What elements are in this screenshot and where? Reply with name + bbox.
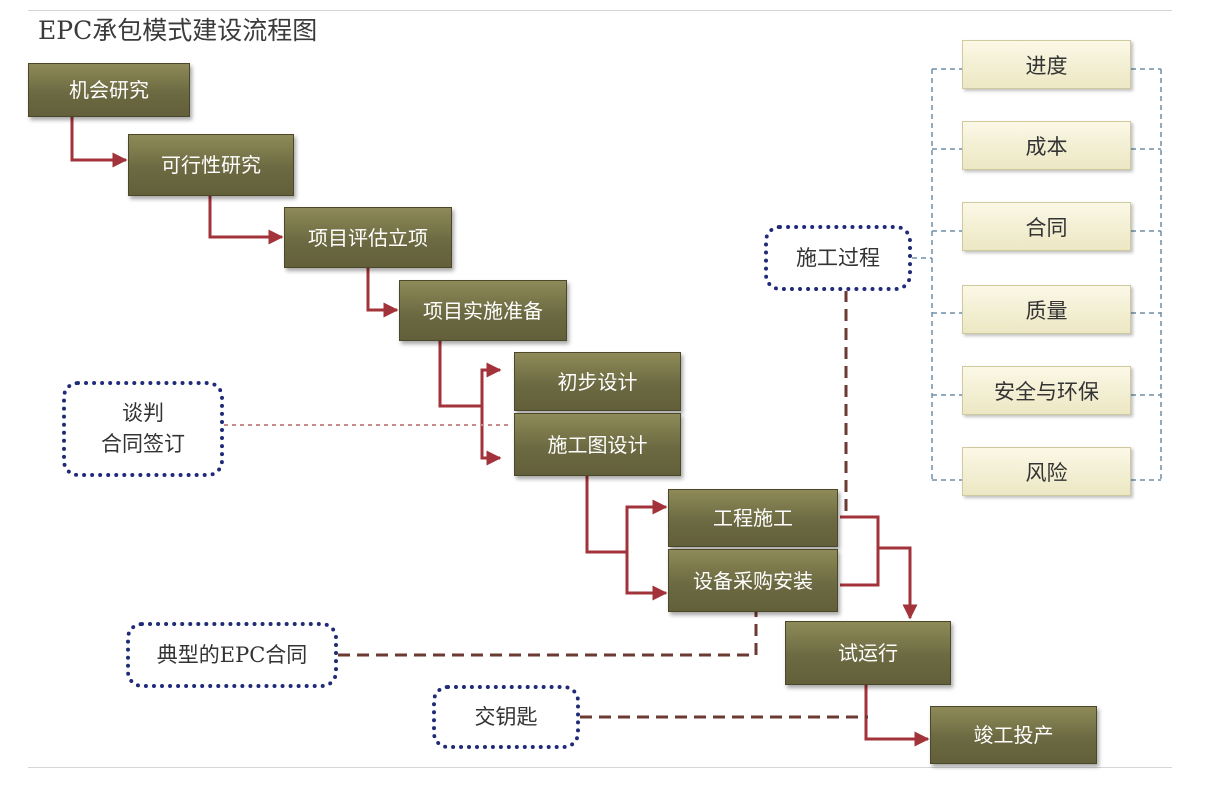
step-project-evaluation: 项目评估立项: [284, 207, 452, 268]
step-equipment-procurement: 设备采购安装: [668, 549, 838, 612]
note-label: 交钥匙: [474, 704, 538, 729]
control-item-safety-environment: 安全与环保: [962, 366, 1131, 415]
control-item-quality: 质量: [962, 285, 1131, 334]
note-line-negotiation: 谈判: [122, 401, 164, 425]
step-label: 设备采购安装: [693, 568, 813, 593]
dashed-links: [338, 290, 868, 719]
flow-arrows: [70, 117, 930, 747]
step-label: 施工图设计: [547, 432, 648, 457]
step-implementation-prep: 项目实施准备: [399, 280, 567, 341]
control-item-label: 安全与环保: [994, 379, 1099, 404]
control-item-schedule: 进度: [962, 40, 1131, 89]
arrow-s3-s4: [366, 268, 399, 318]
link-typical-contract: [338, 612, 758, 657]
step-label: 试运行: [838, 641, 898, 665]
note-construction-process: 施工过程: [764, 225, 912, 291]
step-engineering-construction: 工程施工: [668, 489, 838, 547]
arrow-s6-s8: [625, 552, 668, 601]
control-item-label: 质量: [1025, 298, 1068, 323]
arrow-s2-s3: [208, 196, 284, 245]
frame-top-border: [28, 10, 1172, 11]
arrow-s4-s6: [480, 406, 502, 466]
control-item-label: 进度: [1025, 53, 1068, 78]
step-label: 项目实施准备: [423, 298, 543, 323]
step-label: 项目评估立项: [308, 225, 428, 250]
step-label: 工程施工: [713, 506, 793, 530]
control-item-contract: 合同: [962, 202, 1131, 251]
arrow-s7-s9: [840, 515, 918, 620]
arrow-s4-s5: [438, 341, 502, 408]
note-label: 施工过程: [796, 245, 880, 270]
step-label: 机会研究: [69, 78, 149, 102]
step-label: 可行性研究: [161, 153, 261, 177]
note-negotiation-contract: 谈判 合同签订: [62, 381, 224, 477]
note-label: 典型的EPC合同: [156, 642, 308, 667]
control-item-label: 成本: [1025, 134, 1068, 159]
step-preliminary-design: 初步设计: [514, 352, 681, 411]
arrow-s1-s2: [70, 117, 128, 168]
arrow-s9-s10: [864, 685, 930, 747]
step-completion-commissioning: 竣工投产: [930, 706, 1097, 764]
note-typical-epc-contract: 典型的EPC合同: [126, 622, 338, 688]
note-turnkey: 交钥匙: [432, 685, 580, 749]
step-feasibility-study: 可行性研究: [128, 134, 294, 196]
step-opportunity-study: 机会研究: [28, 63, 190, 117]
arrow-s8-s9: [840, 548, 880, 587]
control-group-frame: [912, 68, 1162, 481]
control-item-label: 合同: [1025, 215, 1068, 240]
control-item-cost: 成本: [962, 121, 1131, 170]
frame-bottom-border: [28, 767, 1172, 768]
step-trial-operation: 试运行: [785, 621, 951, 685]
step-construction-drawing-design: 施工图设计: [514, 413, 681, 476]
control-item-label: 风险: [1025, 460, 1068, 485]
page-title: EPC承包模式建设流程图: [38, 16, 318, 45]
control-item-risk: 风险: [962, 447, 1131, 496]
step-label: 竣工投产: [973, 723, 1054, 747]
note-line-contract-signing: 合同签订: [101, 432, 185, 456]
step-label: 初步设计: [557, 369, 638, 394]
arrow-s6-s7: [585, 476, 668, 554]
